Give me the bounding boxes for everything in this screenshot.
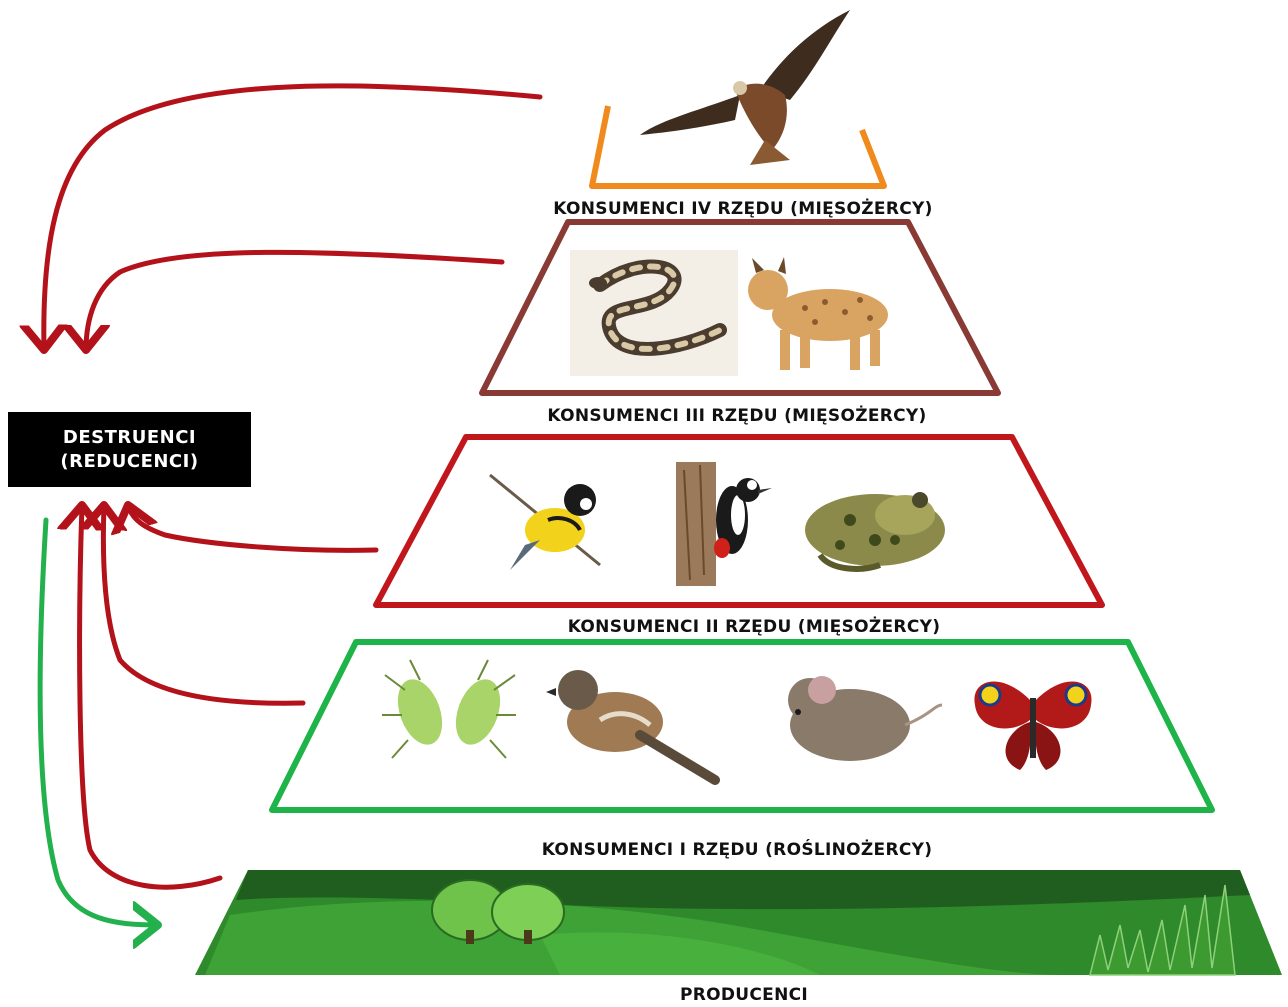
mouse-icon — [788, 676, 942, 761]
level-1-label: KONSUMENCI I RZĘDU (ROŚLINOŻERCY) — [542, 838, 933, 860]
reducents-label: (REDUCENCI) — [60, 450, 198, 474]
producers-ground — [195, 870, 1282, 975]
level-3-frame — [482, 222, 998, 393]
arrow-from-level-2 — [128, 505, 376, 550]
aphids-icon — [382, 660, 516, 758]
destruents-label: DESTRUENCI — [63, 426, 196, 450]
kite-icon — [640, 10, 850, 165]
frog-icon — [805, 492, 945, 569]
level-3-label: KONSUMENCI III RZĘDU (MIĘSOŻERCY) — [547, 404, 926, 426]
arrow-from-level-1 — [103, 505, 303, 703]
great-tit-icon — [490, 475, 600, 570]
producers-label: PRODUCENCI — [680, 985, 808, 1005]
woodpecker-icon — [676, 462, 772, 586]
destruents-box: DESTRUENCI (REDUCENCI) — [8, 412, 251, 487]
peacock-butterfly-icon — [974, 681, 1091, 770]
level-2-label: KONSUMENCI II RZĘDU (MIĘSOŻERCY) — [568, 615, 941, 637]
arrow-from-level-3 — [86, 252, 502, 350]
arrow-from-level-4 — [44, 86, 540, 350]
level-4-label: KONSUMENCI IV RZĘDU (MIĘSOŻERCY) — [553, 197, 932, 219]
snake-icon — [570, 250, 738, 376]
sparrow-icon — [546, 670, 715, 780]
lynx-icon — [748, 257, 888, 370]
level-4-frame — [592, 106, 884, 186]
